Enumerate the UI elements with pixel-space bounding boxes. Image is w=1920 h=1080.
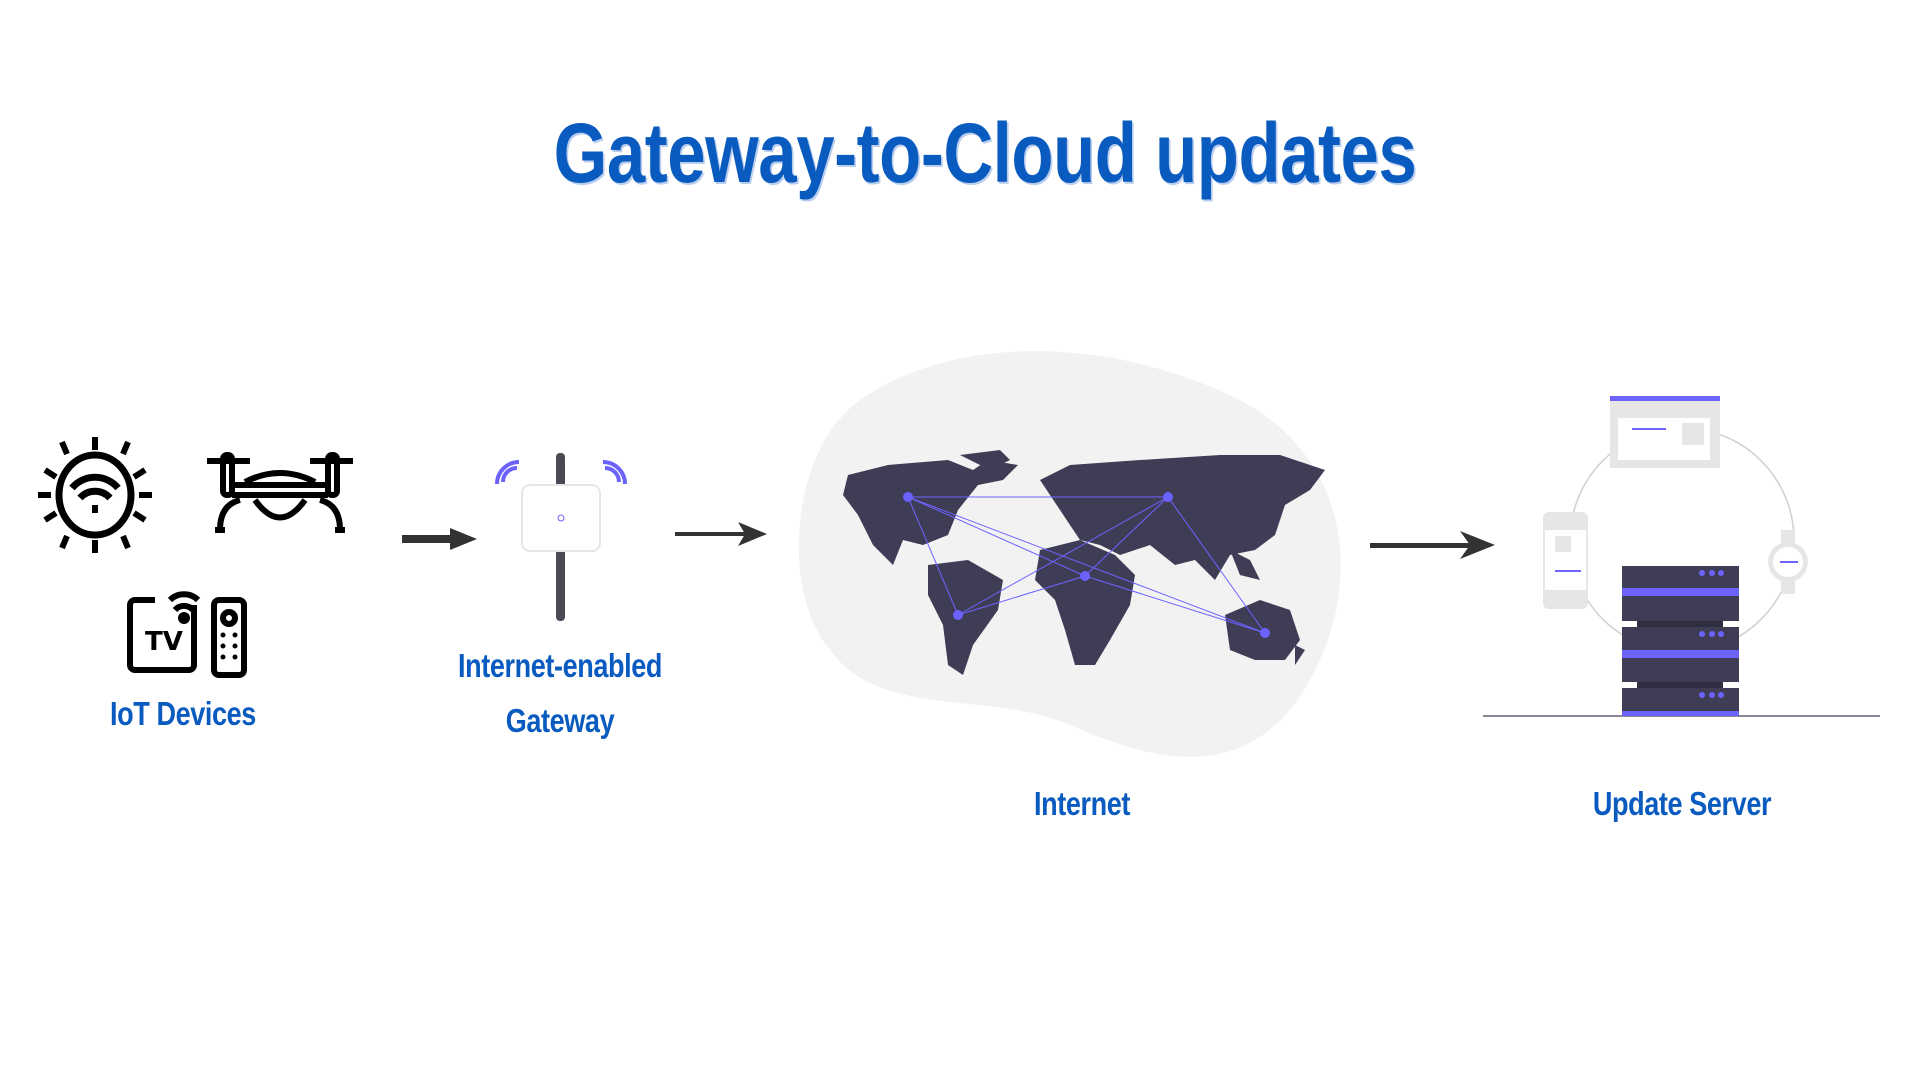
gateway-router-icon (495, 453, 627, 621)
drone-icon (207, 452, 353, 533)
update-server-label: Update Server (1592, 785, 1772, 822)
arrow-icon (1370, 531, 1495, 559)
world-map-icon (798, 351, 1341, 757)
smart-bulb-icon (38, 437, 152, 553)
internet-label: Internet (1034, 785, 1130, 822)
svg-text:TV: TV (145, 627, 183, 657)
arrow-icon (675, 522, 767, 546)
arrow-icon (402, 528, 477, 550)
remote-icon (211, 597, 247, 678)
iot-devices-label: IoT Devices (110, 695, 256, 732)
smart-tv-icon: TV (127, 591, 201, 673)
update-server-icon (1483, 396, 1880, 717)
gateway-label-line1: Internet-enabled (458, 647, 662, 684)
gateway-label-line2: Gateway (505, 702, 615, 739)
diagram-title: Gateway-to-Cloud updates (553, 106, 1417, 200)
